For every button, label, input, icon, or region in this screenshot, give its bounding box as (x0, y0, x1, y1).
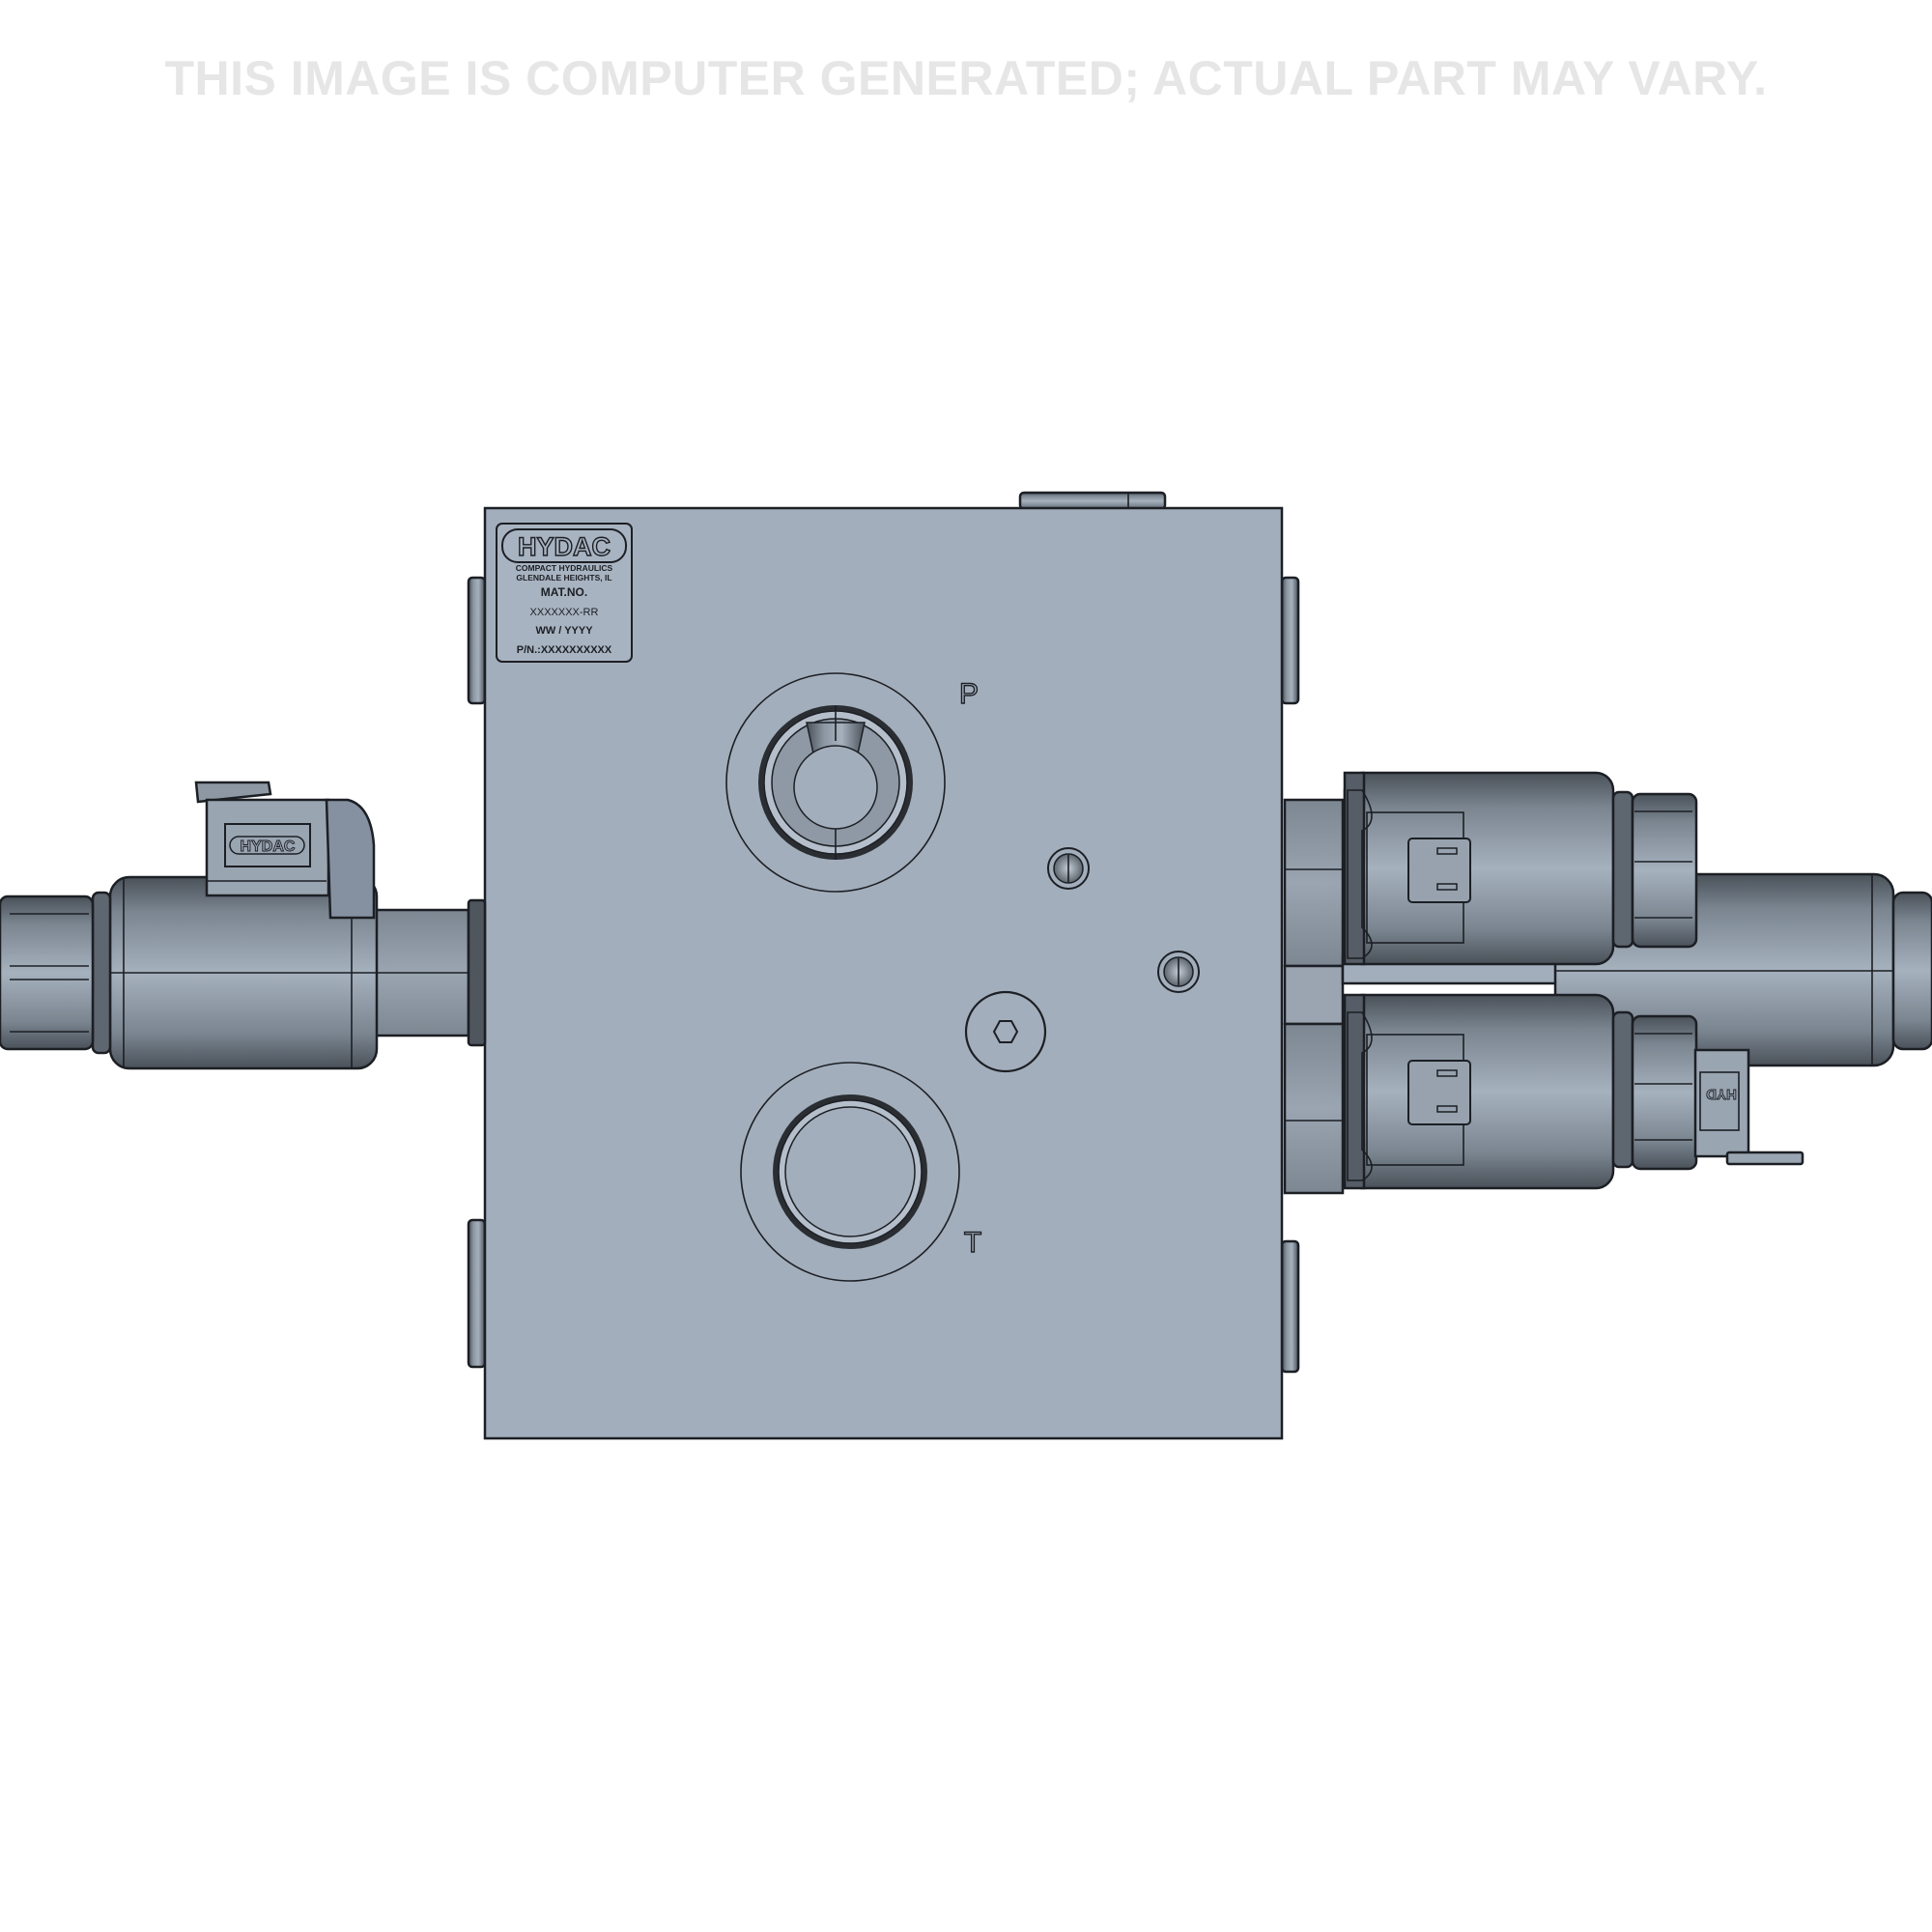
port-label-t: T (964, 1227, 981, 1259)
nameplate: HYDAC COMPACT HYDRAULICS GLENDALE HEIGHT… (496, 523, 633, 663)
manifold-block (483, 506, 1284, 1440)
nameplate-mat-label: MAT.NO. (541, 585, 587, 599)
gauge-plug-1 (1047, 847, 1090, 890)
disclaimer-watermark: THIS IMAGE IS COMPUTER GENERATED; ACTUAL… (164, 51, 1768, 105)
nameplate-part-number: P/N.:XXXXXXXXXX (517, 644, 612, 656)
nameplate-mat-value: XXXXXXX-RR (530, 607, 599, 618)
nameplate-line1: COMPACT HYDRAULICS (516, 563, 613, 573)
right-solenoid-assembly: HYD (1283, 771, 1932, 1195)
pressure-port: P (725, 672, 980, 893)
left-solenoid-valve: HYDAC (0, 781, 487, 1070)
left-connector-brand: HYDAC (241, 838, 296, 855)
port-label-p: P (959, 678, 979, 710)
nameplate-brand: HYDAC (518, 532, 611, 561)
right-connector-brand: HYD (1706, 1086, 1737, 1102)
hex-socket-plug (964, 990, 1047, 1073)
nameplate-date-code: WW / YYYY (535, 625, 593, 637)
nameplate-line2: GLENDALE HEIGHTS, IL (516, 573, 611, 582)
gauge-plug-2 (1157, 951, 1200, 993)
tank-port: T (740, 1062, 982, 1282)
